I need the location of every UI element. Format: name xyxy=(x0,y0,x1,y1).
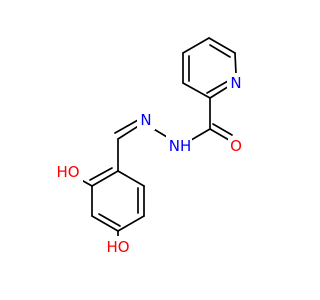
label-bg-hydroxyl-2 xyxy=(104,236,132,258)
bond-pyr-c2-c3 xyxy=(182,82,211,99)
imine-nitrogen-label: N xyxy=(140,111,151,129)
bond-pyr-c4-c5 xyxy=(182,37,210,54)
label-bg-pyridine-n xyxy=(227,73,245,93)
label-bg-amide-nh xyxy=(166,135,192,157)
label-layer: N O NH N HO HO xyxy=(55,73,245,258)
bond-pyr-n1-c2-inner xyxy=(206,80,229,94)
bond-benz-c1-c2-inner xyxy=(89,167,113,181)
bond-benz-c3-c4-inner xyxy=(98,213,121,227)
bond-pyr-c5-c6-inner xyxy=(209,44,231,58)
bond-layer xyxy=(75,37,237,239)
bond-carbonyl-o-double xyxy=(212,123,233,136)
bond-benz-c4-c5 xyxy=(117,215,145,232)
bond-benz-c6-c1 xyxy=(117,170,145,187)
bond-benz-c3-c4 xyxy=(91,215,119,232)
bond-carbonyl-o xyxy=(209,128,230,141)
amide-nh-label: NH xyxy=(169,137,192,155)
pyridine-nitrogen-label: N xyxy=(230,74,241,92)
bond-imine xyxy=(117,124,141,140)
label-bg-carbonyl-o xyxy=(228,136,245,156)
hydroxyl-2-label: HO xyxy=(106,238,129,256)
bond-pyr-c6-n1 xyxy=(234,52,237,75)
carbonyl-oxygen-label: O xyxy=(230,137,242,155)
bond-pyr-c5-c6 xyxy=(208,37,236,54)
hydroxyl-1-label: HO xyxy=(56,163,79,181)
label-bg-imine-n xyxy=(137,110,155,130)
molecule-structure: N O NH N HO HO xyxy=(55,37,245,258)
bond-imine-double xyxy=(114,119,139,134)
bond-benz-c1-c2 xyxy=(91,170,119,187)
label-bg-hydroxyl-1 xyxy=(55,161,83,183)
